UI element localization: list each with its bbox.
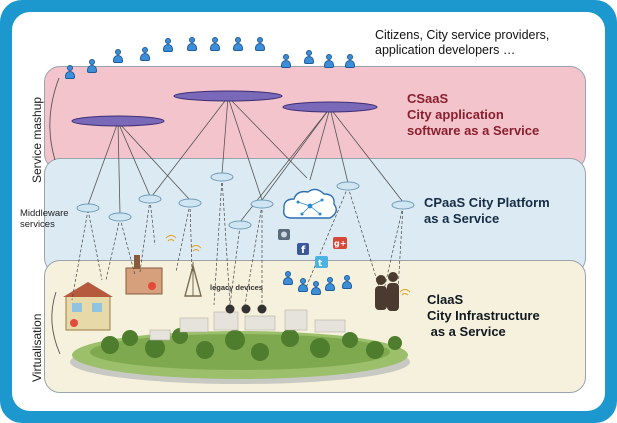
- legacy-devices-label: legacy devices: [210, 283, 263, 292]
- cpaas-title: CPaaS City Platform as a Service: [424, 195, 550, 226]
- person-icon: [304, 50, 314, 64]
- twitter-icon: t: [315, 256, 328, 269]
- middleware-nodes: [76, 172, 415, 230]
- hub-left: [71, 115, 165, 127]
- ciaas-title: ClaaS City Infrastructure as a Service: [427, 292, 540, 339]
- hub-center: [173, 90, 283, 102]
- person-icon: [255, 37, 265, 51]
- person-icon: [233, 37, 243, 51]
- service-mashup-label: Service mashup: [30, 96, 44, 183]
- person-icon: [210, 37, 220, 51]
- legacy-device-dots: [225, 304, 267, 314]
- hub-right: [282, 101, 378, 113]
- tower-illustration: [184, 262, 202, 297]
- person-icon: [342, 275, 352, 289]
- person-icon: [324, 54, 334, 68]
- person-icon: [345, 54, 355, 68]
- house-illustration: [63, 282, 113, 331]
- person-icon: [283, 271, 293, 285]
- person-icon: [281, 54, 291, 68]
- audience-text: Citizens, City service providers, applic…: [375, 28, 550, 57]
- device-connection-lines: [71, 177, 404, 306]
- virtualisation-label: Virtualisation: [30, 313, 44, 382]
- people-silhouette-illustration: [375, 272, 399, 311]
- city-island-illustration: [70, 309, 410, 384]
- person-icon: [163, 38, 173, 52]
- facebook-icon: f: [297, 243, 309, 256]
- application-hubs: [71, 90, 378, 127]
- person-icon: [140, 47, 150, 61]
- person-icon: [325, 277, 335, 291]
- wifi-icon: [165, 235, 411, 296]
- person-icon: [311, 281, 321, 295]
- service-connection-lines: [87, 96, 404, 223]
- person-icon: [298, 278, 308, 292]
- svg-text:f: f: [301, 245, 306, 256]
- svg-text:g+: g+: [334, 239, 346, 248]
- person-icon: [187, 37, 197, 51]
- cloud-icon: [282, 188, 337, 219]
- person-icon: [87, 59, 97, 73]
- csaas-title: CSaaS City application software as a Ser…: [407, 91, 540, 138]
- sensor-icon: [70, 282, 156, 327]
- person-icon: [65, 65, 75, 79]
- google-plus-icon: g+: [333, 237, 347, 249]
- factory-illustration: [125, 255, 163, 295]
- middleware-services-label: Middleware services: [20, 208, 69, 230]
- camera-icon: [278, 229, 290, 240]
- person-icon: [113, 49, 123, 63]
- svg-text:t: t: [318, 259, 323, 269]
